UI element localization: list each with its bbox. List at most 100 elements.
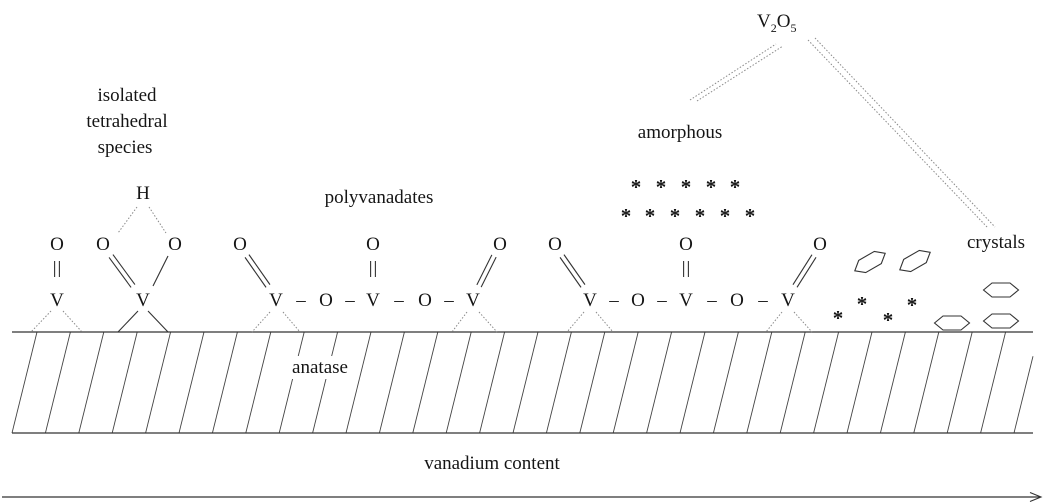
oxygen-atom: O bbox=[168, 234, 182, 255]
bond-dash: – bbox=[706, 290, 717, 311]
support-anchor-bond bbox=[147, 310, 169, 333]
oxygen-atom: O bbox=[96, 234, 110, 255]
vanadyl-double-bond bbox=[108, 257, 132, 288]
isolated-species-label-line-2: tetrahedral bbox=[86, 111, 167, 132]
crystallite-hexagon bbox=[933, 315, 971, 331]
hatch-line bbox=[11, 331, 38, 434]
support-hatching bbox=[11, 331, 1034, 434]
vanadyl-double-bond bbox=[112, 254, 136, 285]
dispersed-vanadia-asterisk: * bbox=[833, 306, 844, 330]
branch-to-amorphous-line bbox=[696, 45, 784, 102]
crystallite-hexagon bbox=[982, 313, 1020, 329]
vanadium-atom: V bbox=[366, 290, 380, 311]
vanadyl-double-bond bbox=[559, 257, 582, 288]
hatch-line bbox=[1013, 356, 1034, 434]
support-anchor-bond bbox=[595, 311, 614, 333]
amorphous-vanadia-asterisk: * bbox=[681, 175, 692, 199]
v2o5-formula: V2O5 bbox=[757, 11, 796, 35]
amorphous-vanadia-asterisk: * bbox=[720, 204, 731, 228]
crystallite-hexagon bbox=[854, 250, 886, 274]
crystals-label: crystals bbox=[967, 232, 1025, 253]
hydrogen-bond-line bbox=[117, 206, 138, 234]
hatch-line bbox=[378, 331, 405, 434]
bridging-oxygen-atom: O bbox=[418, 290, 432, 311]
formula-subscript-5: 5 bbox=[790, 21, 796, 35]
vanadium-atom: V bbox=[136, 290, 150, 311]
support-anchor-bond bbox=[793, 311, 813, 333]
dispersed-vanadia-asterisk: * bbox=[907, 293, 918, 317]
isolated-species-label-line-1: isolated bbox=[97, 85, 157, 106]
vanadium-atom: V bbox=[466, 290, 480, 311]
branch-to-crystals-line bbox=[814, 37, 996, 228]
anatase-label: anatase bbox=[292, 357, 348, 378]
vanadium-atom: V bbox=[583, 290, 597, 311]
oxygen-atom: O bbox=[679, 234, 693, 255]
vanadium-atom: V bbox=[269, 290, 283, 311]
amorphous-vanadia-asterisk: * bbox=[621, 204, 632, 228]
hatch-line bbox=[178, 331, 205, 434]
amorphous-vanadia-asterisk: * bbox=[670, 204, 681, 228]
anatase-support: anatase bbox=[11, 331, 1034, 434]
hydrogen-atom: H bbox=[136, 183, 150, 204]
hatch-line bbox=[746, 331, 773, 434]
hatch-line bbox=[579, 331, 606, 434]
support-anchor-bond bbox=[62, 310, 83, 333]
support-anchor-bond bbox=[117, 310, 139, 333]
hatch-line bbox=[646, 331, 673, 434]
hydrogen-bond-line bbox=[148, 206, 167, 234]
support-anchor-bond bbox=[251, 311, 271, 333]
hatch-line bbox=[479, 331, 506, 434]
crystallite-hexagon bbox=[899, 249, 931, 273]
support-anchor-bond bbox=[478, 311, 498, 333]
hatch-line bbox=[712, 331, 739, 434]
amorphous-vanadia-asterisk: * bbox=[645, 204, 656, 228]
vanadyl-double-bond bbox=[796, 256, 817, 288]
hatch-line bbox=[545, 331, 572, 434]
hatch-line bbox=[946, 331, 973, 434]
v2o5-branch-lines bbox=[689, 37, 996, 229]
oxygen-atom: O bbox=[50, 234, 64, 255]
bond-dash: – bbox=[608, 290, 619, 311]
hatch-line bbox=[145, 331, 172, 434]
vanadium-atom: V bbox=[679, 290, 693, 311]
hatch-line bbox=[278, 331, 305, 434]
amorphous-vanadia-asterisk: * bbox=[745, 204, 756, 228]
hatch-line bbox=[211, 331, 238, 434]
hatch-line bbox=[78, 331, 105, 434]
oxygen-atom: O bbox=[493, 234, 507, 255]
hatch-line bbox=[512, 331, 539, 434]
amorphous-vanadia-asterisk: * bbox=[730, 175, 741, 199]
bond-dash: – bbox=[295, 290, 306, 311]
polyvanadates-label: polyvanadates bbox=[325, 187, 434, 208]
vanadyl-double-bond bbox=[792, 254, 813, 286]
oxygen-atom: O bbox=[366, 234, 380, 255]
hatch-line bbox=[245, 331, 272, 434]
branch-to-amorphous-line bbox=[689, 43, 777, 101]
support-anchor-bond bbox=[451, 311, 468, 333]
bond-dash: – bbox=[344, 290, 355, 311]
hatch-line bbox=[612, 331, 639, 434]
hatch-line bbox=[779, 331, 806, 434]
support-anchor-bond bbox=[30, 310, 52, 333]
vanadyl-double-bond bbox=[563, 254, 586, 285]
bridging-oxygen-atom: O bbox=[319, 290, 333, 311]
formula-vanadium: V bbox=[757, 11, 771, 32]
vanadyl-double-bond bbox=[244, 257, 267, 288]
hatch-line bbox=[445, 331, 472, 434]
amorphous-vanadia-asterisk: * bbox=[695, 204, 706, 228]
formula-subscript-2: 2 bbox=[771, 21, 777, 35]
v2o5-crystallites bbox=[854, 249, 1020, 331]
bond-dash: – bbox=[393, 290, 404, 311]
support-anchor-bond bbox=[282, 311, 301, 333]
vanadyl-double-bond bbox=[248, 254, 271, 285]
bond-dash: – bbox=[656, 290, 667, 311]
vanadium-content-axis-label: vanadium content bbox=[424, 453, 560, 474]
oxygen-atom: O bbox=[548, 234, 562, 255]
hatch-line bbox=[879, 331, 906, 434]
isolated-species-label-line-3: species bbox=[98, 137, 153, 158]
single-bond-line bbox=[152, 255, 169, 287]
crystallite-hexagon bbox=[982, 282, 1020, 298]
dispersed-vanadia-asterisk: * bbox=[857, 292, 868, 316]
branch-to-crystals-line bbox=[807, 39, 989, 229]
